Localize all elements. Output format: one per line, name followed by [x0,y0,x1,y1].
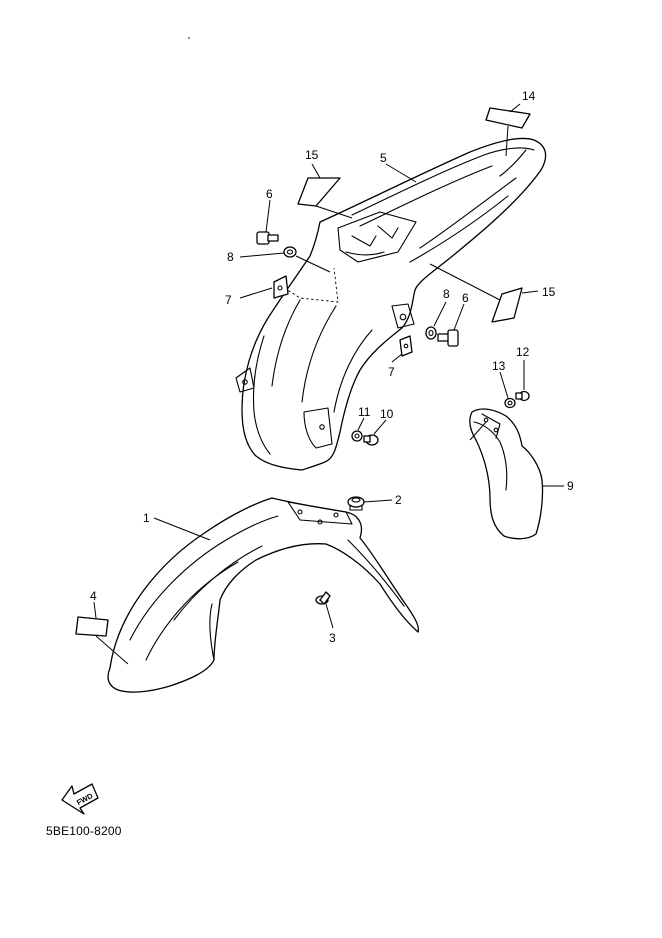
callout-4: 4 [90,589,97,603]
callout-6-lower: 6 [462,291,469,305]
callout-2: 2 [395,493,402,507]
callout-10: 10 [380,407,394,421]
callout-12: 12 [516,345,530,359]
decal-label-15-lower [491,287,523,323]
callout-11: 11 [358,405,371,419]
callout-9: 9 [567,479,574,493]
forward-arrow-icon: FWD [61,783,99,815]
callout-15-lower: 15 [542,285,556,299]
bolt-part-6-lower [437,329,459,347]
callout-15-upper: 15 [305,148,319,162]
bolt-part-6-upper [256,231,279,245]
callout-7-upper: 7 [225,293,232,307]
drawing-code: 5BE100-8200 [46,824,122,838]
grommet-part-2 [347,496,365,511]
callout-3: 3 [329,631,336,645]
callout-5: 5 [380,151,387,165]
decal-label-4 [75,616,109,637]
screw-part-3 [315,591,331,605]
collar-part-8-lower [425,326,437,340]
screw-part-12 [515,390,530,402]
hidden-line [279,267,339,303]
washer-part-11 [351,430,363,442]
callout-6-upper: 6 [266,187,273,201]
clip-nut-part-7-lower [399,335,413,357]
callout-7-lower: 7 [388,365,395,379]
washer-part-13 [504,397,516,409]
callout-8-upper: 8 [227,250,234,264]
callout-13: 13 [492,359,506,373]
callout-1: 1 [143,511,150,525]
rear-fender-part-5 [235,137,547,471]
callout-14: 14 [522,89,536,103]
decal-label-14 [485,107,531,129]
leader-lines [93,103,564,665]
clip-nut-part-7-upper [273,275,289,299]
callout-8-lower: 8 [443,287,450,301]
decal-label-15-upper [297,177,341,207]
screw-part-10 [363,434,379,446]
front-fender-part-1 [107,497,420,693]
collar-part-8-upper [283,246,297,258]
speck [188,37,190,39]
